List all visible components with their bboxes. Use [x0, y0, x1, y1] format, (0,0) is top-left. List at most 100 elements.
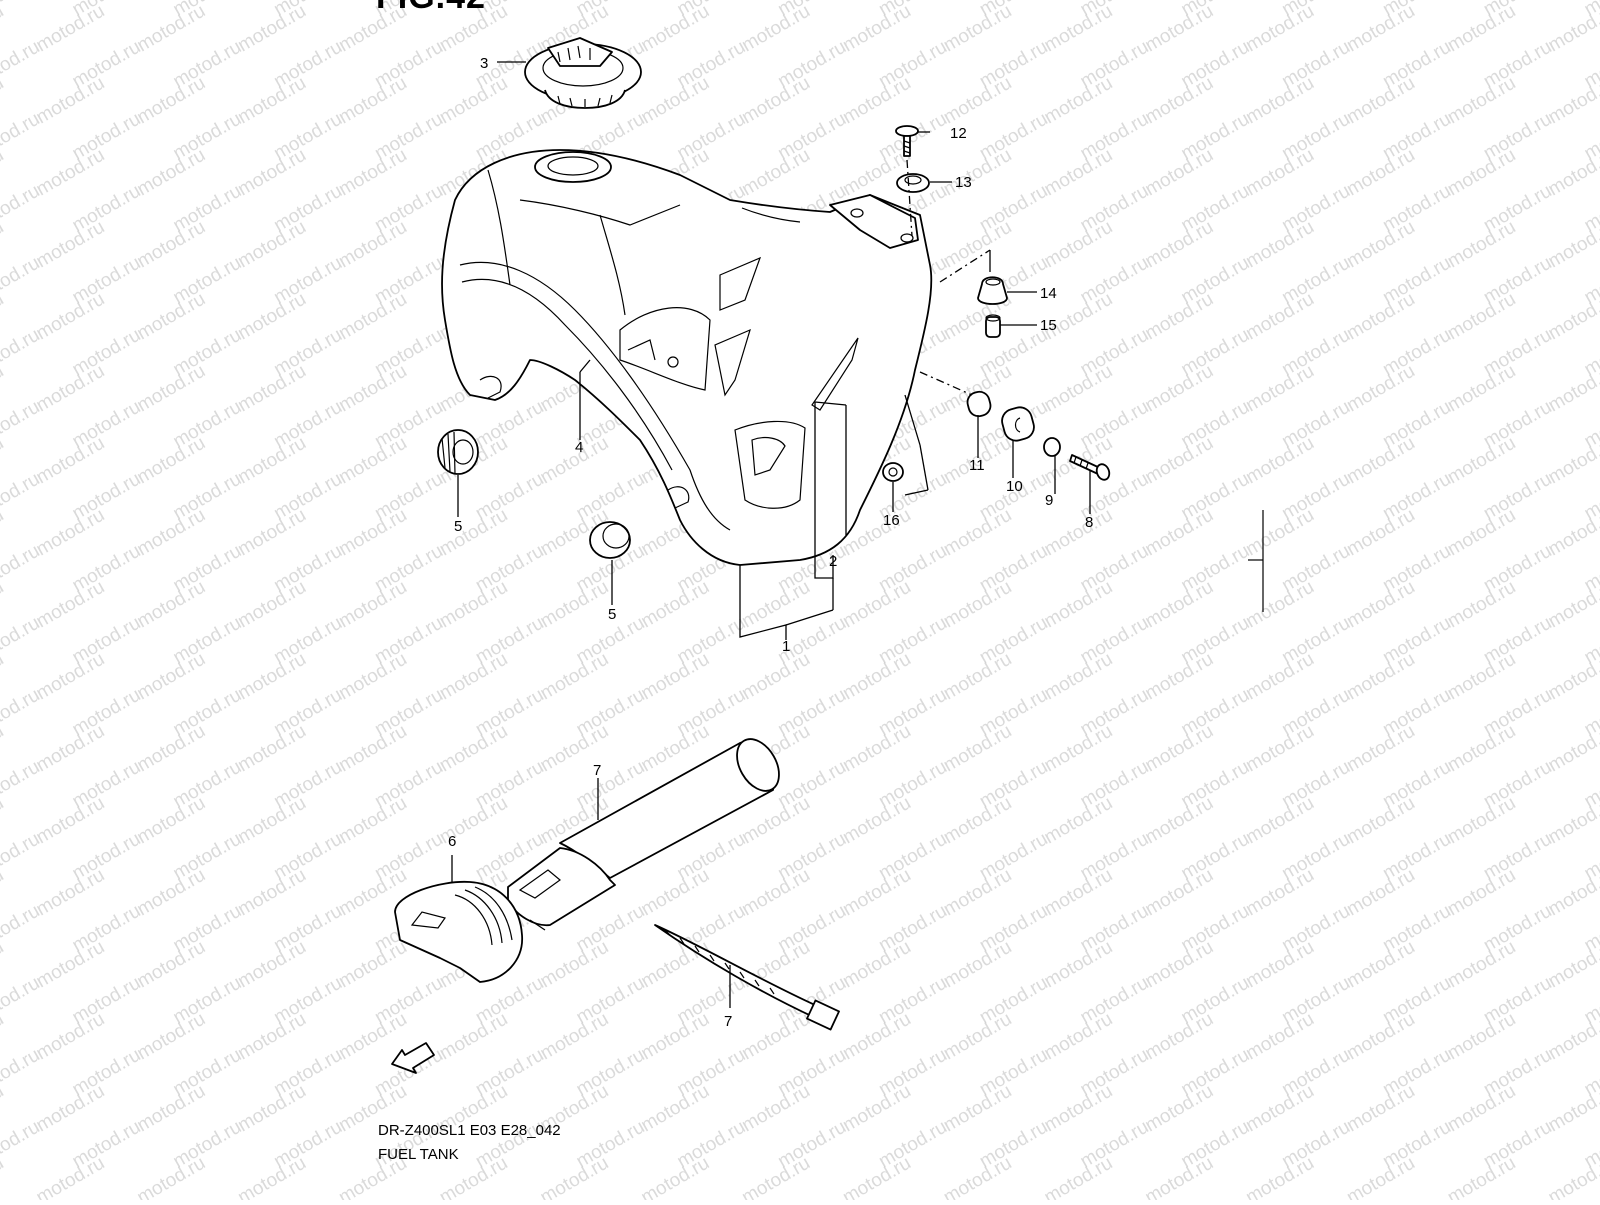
watermark-text: motod.ru	[1444, 433, 1519, 489]
watermark-text: motod.ru	[1242, 937, 1317, 993]
watermark-text: motod.ru	[1142, 1081, 1217, 1137]
watermark-text: motod.ru	[1142, 721, 1217, 777]
watermark-text: motod.ru	[0, 577, 7, 633]
watermark-text: motod.ru	[234, 433, 309, 489]
watermark-text: motod.ru	[1041, 1153, 1116, 1200]
cushion-5b[interactable]	[589, 521, 631, 559]
watermark-text: motod.ru	[436, 73, 511, 129]
watermark-text: motod.ru	[335, 649, 410, 705]
watermark-text: motod.ru	[134, 145, 209, 201]
watermark-text: motod.ru	[0, 181, 43, 237]
watermark-text: motod.ru	[0, 433, 7, 489]
watermark-text: motod.ru	[33, 217, 108, 273]
watermark-text: motod.ru	[1142, 433, 1217, 489]
watermark-text: motod.ru	[1242, 217, 1317, 273]
watermark-text: motod.ru	[1242, 73, 1317, 129]
watermark-text: motod.ru	[33, 1081, 108, 1137]
watermark-text: motod.ru	[1242, 721, 1317, 777]
watermark-text: motod.ru	[1242, 649, 1317, 705]
watermark-text: motod.ru	[33, 145, 108, 201]
watermark-text: motod.ru	[1142, 649, 1217, 705]
watermark-text: motod.ru	[335, 145, 410, 201]
watermark-text: motod.ru	[1041, 937, 1116, 993]
watermark-text: motod.ru	[335, 361, 410, 417]
watermark-text: motod.ru	[33, 1, 108, 57]
watermark-text: motod.ru	[0, 1045, 43, 1101]
fuel-tank[interactable]	[441, 149, 933, 566]
watermark-text: motod.ru	[234, 649, 309, 705]
watermark-text: motod.ru	[33, 721, 108, 777]
watermark-text: motod.ru	[839, 649, 914, 705]
watermark-text: motod.ru	[33, 433, 108, 489]
watermark-text: motod.ru	[335, 937, 410, 993]
watermark-text: motod.ru	[234, 1153, 309, 1200]
cushion-12[interactable]	[965, 390, 992, 419]
watermark-text: motod.ru	[33, 1153, 108, 1200]
callout-5b: 5	[608, 606, 616, 623]
watermark-text: motod.ru	[638, 1, 713, 57]
watermark-text: motod.ru	[1041, 649, 1116, 705]
watermark-text: motod.ru	[1444, 937, 1519, 993]
watermark-text: motod.ru	[1444, 217, 1519, 273]
nut-17[interactable]	[882, 462, 904, 482]
cushion-5a[interactable]	[437, 429, 479, 475]
watermark-text: motod.ru	[940, 1081, 1015, 1137]
watermark-text: motod.ru	[0, 73, 7, 129]
watermark-text: motod.ru	[940, 793, 1015, 849]
cushion-11[interactable]	[999, 405, 1036, 444]
callout-16: 15	[1040, 317, 1057, 334]
fuel-cap[interactable]	[524, 37, 642, 109]
watermark-text: motod.ru	[638, 577, 713, 633]
watermark-text: motod.ru	[0, 505, 7, 561]
watermark-text: motod.ru	[1343, 865, 1418, 921]
watermark-text: motod.ru	[1343, 1, 1418, 57]
watermark-text: motod.ru	[940, 73, 1015, 129]
watermark-text: motod.ru	[234, 1, 309, 57]
watermark-text: motod.ru	[1242, 361, 1317, 417]
bolt-9[interactable]	[1069, 454, 1111, 482]
watermark-text: motod.ru	[33, 649, 108, 705]
watermark-text: motod.ru	[234, 937, 309, 993]
watermark-text: motod.ru	[1444, 721, 1519, 777]
watermark-text: motod.ru	[738, 1009, 813, 1065]
bolt-13[interactable]	[895, 125, 919, 157]
watermark-text: motod.ru	[1142, 793, 1217, 849]
watermark-text: motod.ru	[1444, 793, 1519, 849]
watermark-text: motod.ru	[537, 649, 612, 705]
watermark-text: motod.ru	[1242, 289, 1317, 345]
watermark-text: motod.ru	[1142, 505, 1217, 561]
watermark-text: motod.ru	[940, 145, 1015, 201]
watermark-text: motod.ru	[234, 217, 309, 273]
cushion-15[interactable]	[977, 276, 1008, 305]
watermark-text: motod.ru	[1041, 1081, 1116, 1137]
watermark-text: motod.ru	[234, 865, 309, 921]
watermark-text: motod.ru	[839, 721, 914, 777]
callout-7: 7	[724, 1013, 732, 1030]
watermark-text: motod.ru	[839, 73, 914, 129]
watermark-text: motod.ru	[134, 1081, 209, 1137]
watermark-text: motod.ru	[0, 649, 7, 705]
washer-10[interactable]	[1043, 437, 1061, 457]
margin-mark	[1248, 510, 1264, 612]
watermark-text: motod.ru	[0, 757, 43, 813]
watermark-text: motod.ru	[1444, 145, 1519, 201]
watermark-text: motod.ru	[33, 73, 108, 129]
watermark-text: motod.ru	[1444, 1081, 1519, 1137]
watermark-text: motod.ru	[0, 937, 7, 993]
watermark-text: motod.ru	[0, 1009, 7, 1065]
callout-12: 11	[969, 457, 985, 474]
watermark-text: motod.ru	[0, 1, 7, 57]
watermark-text: motod.ru	[940, 505, 1015, 561]
watermark-text: motod.ru	[335, 721, 410, 777]
cushion-14[interactable]	[896, 173, 930, 193]
clamp-band-7[interactable]	[654, 924, 840, 1031]
watermark-text: motod.ru	[1142, 937, 1217, 993]
watermark-text: motod.ru	[1041, 865, 1116, 921]
watermark-text: motod.ru	[33, 865, 108, 921]
callout-4: 4	[575, 439, 583, 456]
watermark-text: motod.ru	[1343, 505, 1418, 561]
watermark-text: motod.ru	[0, 253, 43, 309]
collar-16[interactable]	[985, 314, 1001, 338]
watermark-text: motod.ru	[0, 397, 43, 453]
protector-6[interactable]	[394, 880, 523, 983]
